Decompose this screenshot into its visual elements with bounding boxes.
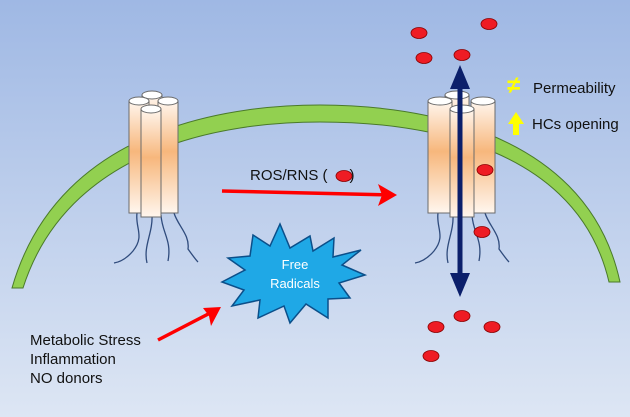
- stress-label-3: NO donors: [30, 370, 103, 387]
- stress-arrow-head: [203, 307, 221, 326]
- ros-rns-label: ROS/RNS (): [250, 167, 355, 184]
- ros-particles: [335, 18, 501, 362]
- starburst-icon: [220, 222, 368, 325]
- ros-particle: [453, 49, 471, 61]
- free-label: Free: [281, 257, 309, 272]
- permeability-label: Permeability: [533, 80, 616, 97]
- ros-legend-particle: [335, 170, 353, 182]
- ros-arrow-head: [378, 184, 397, 206]
- hcs-opening-label: HCs opening: [532, 116, 619, 133]
- ros-particle: [410, 27, 428, 39]
- ros-particle: [415, 52, 433, 64]
- ros-rns-text: ROS/RNS (: [250, 167, 328, 184]
- ros-particle: [483, 321, 501, 333]
- ros-particle: [473, 226, 491, 238]
- not-equal-symbol: ≠: [507, 72, 521, 99]
- channel-tails-left: [113, 212, 199, 264]
- stress-arrow: [157, 309, 215, 342]
- ros-arrow: [221, 189, 394, 197]
- ros-particle: [427, 321, 445, 333]
- stress-label-1: Metabolic Stress: [30, 332, 141, 349]
- radicals-label: Radicals: [270, 276, 320, 291]
- hemichannel-left: [113, 90, 199, 264]
- up-arrow-icon: [508, 112, 524, 135]
- ros-rns-close: ): [349, 167, 355, 184]
- stress-label-2: Inflammation: [30, 351, 116, 368]
- double-arrow: [450, 65, 470, 297]
- ros-particle: [453, 310, 471, 322]
- ros-particle: [476, 164, 494, 176]
- ros-particle: [422, 350, 440, 362]
- cell-membrane: [11, 104, 621, 289]
- ros-particle: [480, 18, 498, 30]
